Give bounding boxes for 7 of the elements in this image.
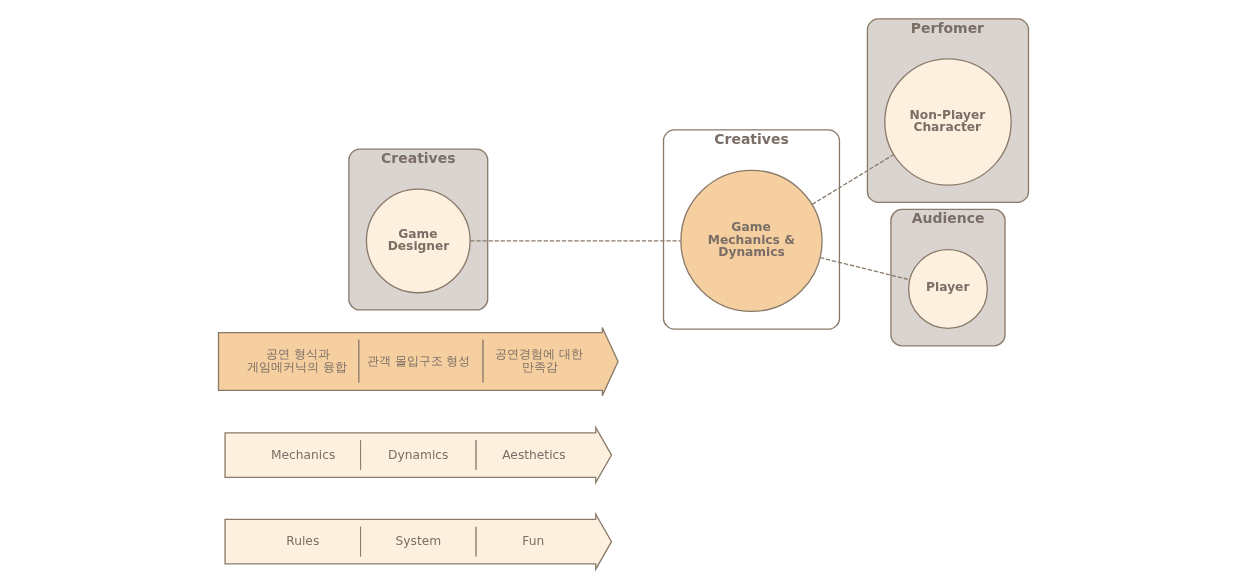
connector (810, 153, 894, 206)
connector (469, 240, 681, 242)
connector (819, 257, 910, 281)
node-circle: Player (907, 248, 988, 329)
node-circle: Game Mechanics & Dynamics (679, 169, 823, 313)
node-circle: Game Designer (365, 188, 471, 294)
node-circle: Non-Player Character (883, 58, 1012, 186)
